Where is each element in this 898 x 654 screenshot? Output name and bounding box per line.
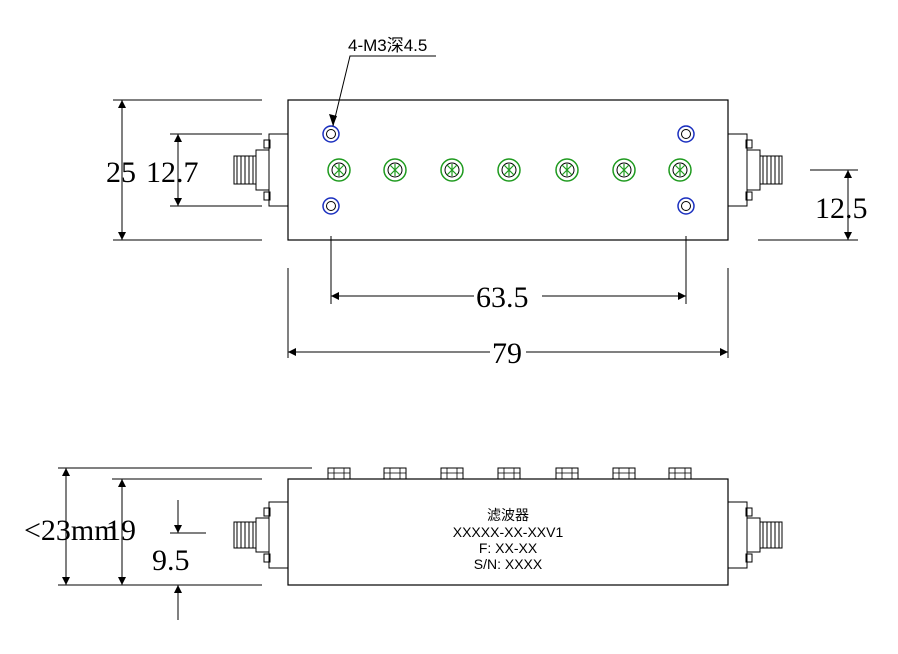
- dim-hole-spacing: 63.5: [476, 281, 529, 314]
- sma-connector-icon: [727, 501, 783, 569]
- sma-connector-icon: [727, 133, 783, 207]
- mounting-hole-icon: [322, 125, 340, 143]
- tuning-nut-icon: [497, 467, 521, 480]
- mounting-hole-icon: [677, 125, 695, 143]
- tuning-nut-icon: [327, 467, 351, 480]
- dim-right-offset: 12.5: [815, 192, 868, 225]
- dim-body-height: 19: [106, 514, 136, 547]
- nameplate-model: XXXXX-XX-XXV1: [453, 524, 564, 540]
- tuning-nut-row: [327, 467, 692, 480]
- sma-connector-icon: [233, 501, 289, 569]
- nameplate-frequency: F: XX-XX: [479, 540, 538, 556]
- filter-body-top: [287, 99, 729, 241]
- tuning-screw-icon: [497, 158, 521, 182]
- tuning-screw-icon: [612, 158, 636, 182]
- nameplate: 滤波器 XXXXX-XX-XXV1 F: XX-XX S/N: XXXX: [453, 507, 564, 572]
- nameplate-serial: S/N: XXXX: [474, 556, 543, 572]
- side-view: 滤波器 XXXXX-XX-XXV1 F: XX-XX S/N: XXXX <23…: [24, 467, 783, 620]
- tuning-nut-icon: [612, 467, 636, 480]
- tuning-nut-icon: [383, 467, 407, 480]
- top-view: 4-M3深4.5 25 12.7 12.5 63.5 79: [106, 36, 868, 370]
- arrowhead-icon: [329, 114, 337, 126]
- callout-leader: [332, 55, 436, 127]
- tuning-screw-row: [327, 158, 692, 182]
- tuning-screw-icon: [555, 158, 579, 182]
- mounting-hole-icon: [677, 197, 695, 215]
- dim-height-total: 25: [106, 156, 136, 189]
- tuning-nut-icon: [555, 467, 579, 480]
- mounting-hole-icon: [322, 197, 340, 215]
- tuning-nut-icon: [440, 467, 464, 480]
- dim-connector-span: 12.7: [146, 156, 199, 189]
- tuning-screw-icon: [327, 158, 351, 182]
- tuning-screw-icon: [440, 158, 464, 182]
- dim-connector-height: 9.5: [152, 544, 190, 577]
- hole-spec-note: 4-M3深4.5: [348, 36, 427, 55]
- tuning-screw-icon: [668, 158, 692, 182]
- tuning-screw-icon: [383, 158, 407, 182]
- dim-side-height-total: <23mm: [24, 514, 118, 547]
- sma-connector-icon: [233, 133, 289, 207]
- dim-length: 79: [492, 337, 522, 370]
- tuning-nut-icon: [668, 467, 692, 480]
- nameplate-name: 滤波器: [487, 507, 529, 523]
